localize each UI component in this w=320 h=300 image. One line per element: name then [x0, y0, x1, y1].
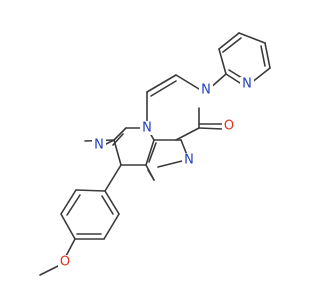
bond — [264, 42, 271, 69]
bond — [113, 139, 122, 166]
bond — [238, 32, 266, 44]
oxygen-atom-label: O — [60, 255, 70, 270]
bond — [65, 238, 76, 257]
bond — [250, 67, 271, 84]
bond — [75, 189, 106, 192]
bond — [39, 265, 59, 276]
label-mask — [240, 77, 254, 91]
label-mask — [92, 138, 106, 152]
label-mask — [58, 255, 72, 269]
bond — [218, 48, 227, 75]
bond — [157, 159, 187, 168]
nitrogen-atom-label: N — [184, 153, 194, 168]
molecule-canvas: N N N N N O O — [39, 32, 271, 276]
bond — [145, 139, 155, 166]
bond — [147, 169, 155, 181]
nitrogen-atom-label: N — [201, 83, 211, 98]
bond — [104, 190, 120, 215]
bond — [228, 69, 243, 79]
chemical-structure-diagram: N N N N N O O — [39, 32, 271, 276]
oxygen-atom-label: O — [224, 119, 234, 134]
bond — [225, 73, 241, 84]
bond — [260, 45, 266, 67]
bond — [103, 213, 120, 240]
atom-label-group: N N N N N O O — [58, 77, 254, 270]
nitrogen-atom-label: N — [242, 77, 252, 92]
bond — [198, 127, 224, 130]
bond — [150, 80, 177, 97]
bond — [218, 32, 240, 50]
bond — [175, 74, 200, 90]
bond — [146, 74, 177, 93]
bond — [113, 127, 127, 141]
bond — [148, 142, 157, 163]
nitrogen-atom-label: N — [94, 138, 104, 153]
bond-group — [39, 32, 271, 276]
bond — [66, 194, 81, 216]
label-mask — [199, 83, 213, 97]
bond — [104, 164, 122, 192]
bond — [222, 37, 242, 53]
bond — [60, 213, 76, 240]
label-mask — [222, 119, 236, 133]
bond — [101, 195, 114, 215]
label-mask — [140, 121, 154, 135]
label-mask — [182, 153, 196, 167]
nitrogen-atom-label: N — [142, 121, 152, 136]
bond — [60, 189, 77, 215]
bond — [175, 127, 200, 141]
